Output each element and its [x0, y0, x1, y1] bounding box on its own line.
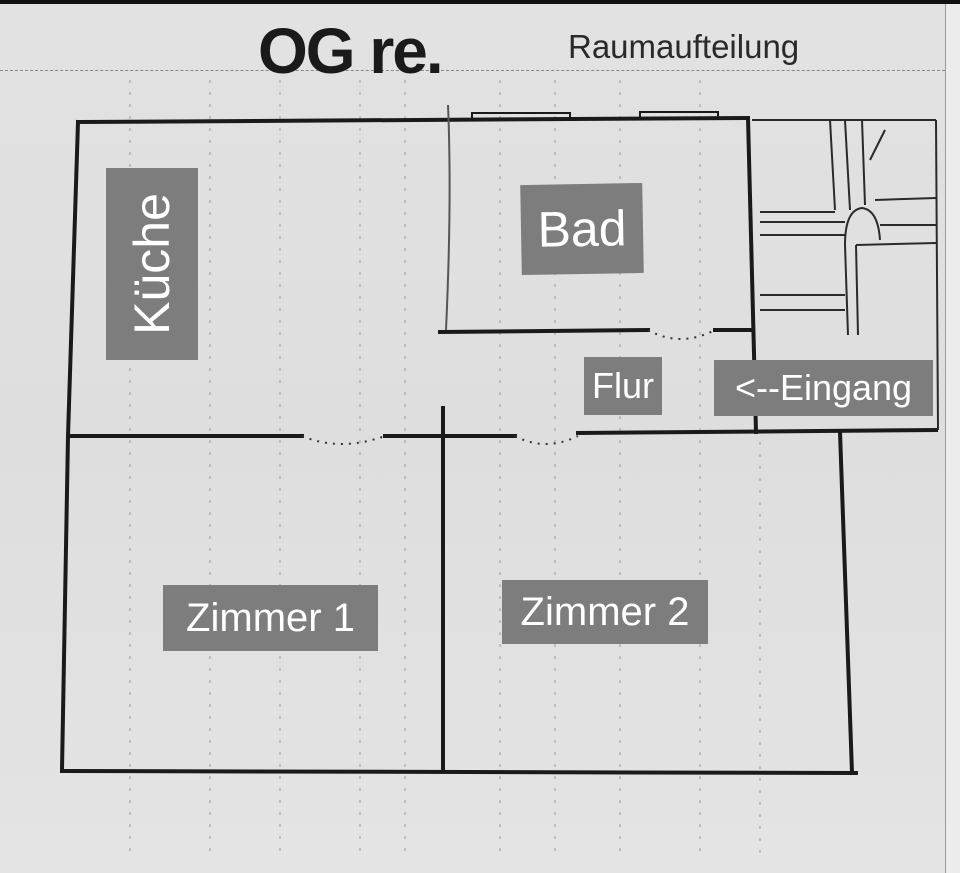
walls [59, 115, 939, 776]
plan-title: OG re. [258, 15, 444, 87]
windows [471, 111, 719, 120]
room-label-kueche: Küche [106, 168, 198, 360]
room-label-zimmer-2: Zimmer 2 [502, 580, 708, 644]
staircase [752, 119, 939, 431]
floor-plan-paper [0, 4, 945, 873]
door-swings [301, 329, 716, 445]
room-label-flur: Flur [584, 357, 662, 415]
paper-edge [945, 4, 960, 873]
room-label-zimmer-1: Zimmer 1 [163, 585, 378, 651]
top-border [0, 0, 960, 4]
room-label-bad: Bad [520, 182, 644, 276]
grid-lines [129, 80, 761, 860]
plan-subtitle: Raumaufteilung [568, 28, 800, 65]
header-rule [0, 70, 945, 71]
room-name-kueche: Küche [124, 193, 180, 335]
entrance-label: <--Eingang [714, 360, 933, 416]
